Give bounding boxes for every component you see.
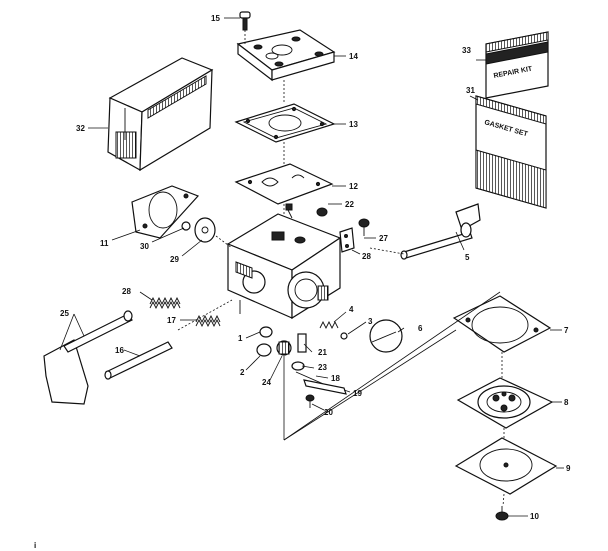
part-1-seat bbox=[259, 326, 273, 338]
part-3-ball bbox=[340, 332, 348, 340]
callout-33: 33 bbox=[462, 46, 471, 55]
callout-11: 11 bbox=[100, 239, 109, 248]
callout-29: 29 bbox=[170, 255, 179, 264]
callout-6: 6 bbox=[418, 324, 423, 333]
callout-13: 13 bbox=[349, 120, 358, 129]
part-16-needle bbox=[104, 341, 173, 380]
callout-22: 22 bbox=[345, 200, 354, 209]
part-2-disc bbox=[256, 343, 272, 357]
callout-1: 1 bbox=[238, 334, 243, 343]
part-33-repair-kit: REPAIR KIT bbox=[485, 31, 549, 99]
part-6-cover bbox=[369, 319, 403, 353]
callout-21: 21 bbox=[318, 348, 327, 357]
callout-14: 14 bbox=[349, 52, 358, 61]
callout-32: 32 bbox=[76, 124, 85, 133]
part-9-cover bbox=[454, 437, 558, 495]
part-27-screw bbox=[358, 218, 370, 236]
part-25-lever bbox=[43, 310, 133, 405]
callout-18: 18 bbox=[331, 374, 340, 383]
part-13-gasket bbox=[234, 103, 336, 143]
part-29-disc bbox=[194, 217, 216, 243]
part-32-housing bbox=[107, 57, 214, 172]
part-30-washer bbox=[181, 221, 191, 231]
part-17-spring bbox=[195, 314, 221, 328]
callout-28-upper: 28 bbox=[362, 252, 371, 261]
part-15-screw bbox=[239, 11, 251, 31]
callout-27: 27 bbox=[379, 234, 388, 243]
callout-7: 7 bbox=[564, 326, 569, 335]
callout-2: 2 bbox=[240, 368, 245, 377]
part-4-spring bbox=[319, 320, 339, 330]
callout-labels: 15 14 13 12 32 11 30 29 22 27 28 33 31 5… bbox=[34, 14, 571, 550]
part-26-spring bbox=[149, 296, 181, 310]
part-5-shaft bbox=[400, 203, 481, 260]
callout-20: 20 bbox=[324, 408, 333, 417]
part-24-nut bbox=[276, 340, 292, 356]
callout-5: 5 bbox=[465, 253, 470, 262]
carburetor-body bbox=[226, 203, 342, 320]
part-19-lever-arm bbox=[303, 379, 347, 395]
part-31-gasket-set: GASKET SET bbox=[475, 95, 547, 209]
part-20-screw bbox=[305, 394, 315, 408]
callout-24: 24 bbox=[262, 378, 271, 387]
part-7-gasket bbox=[452, 295, 552, 353]
assembly-axis-lines bbox=[177, 30, 505, 507]
part-21-plate bbox=[297, 333, 307, 353]
part-8-diaphragm bbox=[456, 377, 554, 429]
callout-10: 10 bbox=[530, 512, 539, 521]
part-12-gasket bbox=[234, 163, 334, 205]
callout-19: 19 bbox=[353, 389, 362, 398]
callout-17: 17 bbox=[167, 316, 176, 325]
part-10-screw bbox=[495, 506, 509, 521]
part-14-cover-plate bbox=[236, 29, 336, 82]
callout-31: 31 bbox=[466, 86, 475, 95]
callout-12: 12 bbox=[349, 182, 358, 191]
callout-28-lower: 28 bbox=[122, 287, 131, 296]
callout-leaders bbox=[59, 17, 564, 517]
callout-3: 3 bbox=[368, 317, 373, 326]
callout-15: 15 bbox=[211, 14, 220, 23]
footer-mark: i bbox=[34, 541, 36, 550]
callout-23: 23 bbox=[318, 363, 327, 372]
callout-4: 4 bbox=[349, 305, 354, 314]
part-11-gasket bbox=[131, 185, 200, 239]
part-22-screw bbox=[316, 207, 328, 217]
callout-8: 8 bbox=[564, 398, 569, 407]
part-28-bracket bbox=[339, 227, 355, 253]
callout-30: 30 bbox=[140, 242, 149, 251]
callout-9: 9 bbox=[566, 464, 571, 473]
callout-25: 25 bbox=[60, 309, 69, 318]
callout-16: 16 bbox=[115, 346, 124, 355]
